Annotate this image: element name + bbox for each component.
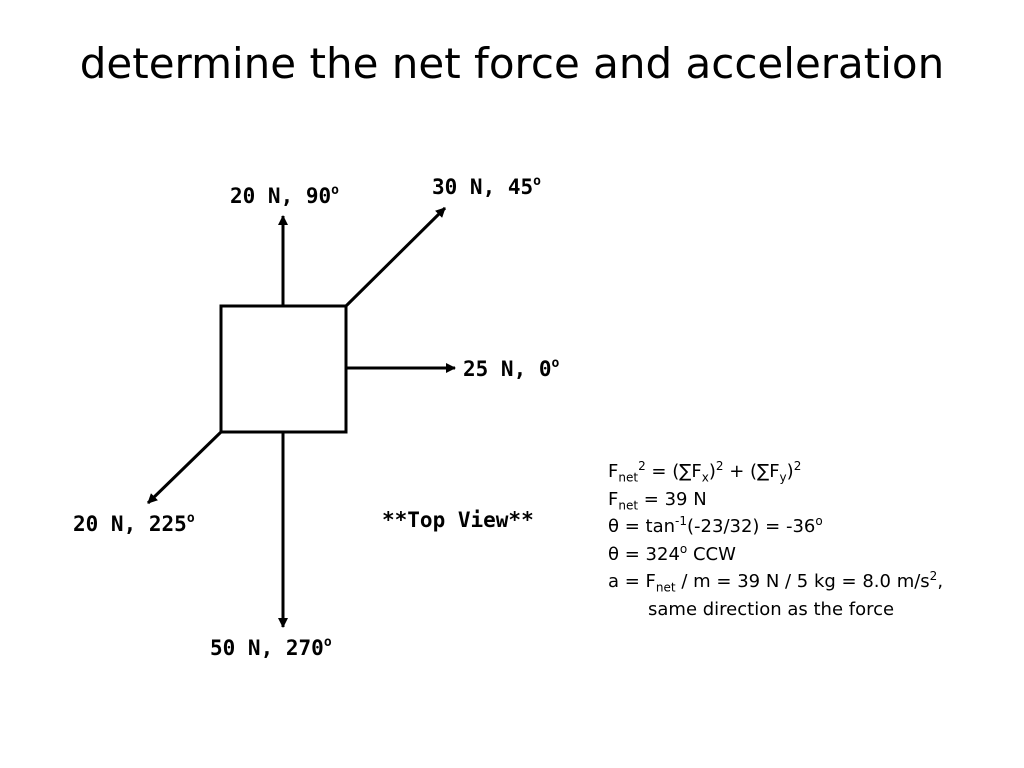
force-label-225: 20 N, 225o [73,511,195,536]
angle-equation: θ = tan-1(-23/32) = -36o [608,514,823,537]
acceleration-direction: same direction as the force [648,598,895,620]
force-label-0: 25 N, 0o [463,356,560,381]
force-arrow-225 [146,430,223,505]
object-box [219,304,348,434]
force-arrow-45 [344,206,447,308]
net-force-squared-equation: Fnet2 = (∑Fx)2 + (∑Fy)2 [608,459,802,485]
acceleration-equation: a = Fnet / m = 39 N / 5 kg = 8.0 m/s2, [608,569,944,595]
net-force-result: Fnet = 39 N [608,488,707,513]
slide-title: determine the net force and acceleration [79,39,945,88]
force-label-90: 20 N, 90o [230,183,339,208]
force-label-45: 30 N, 45o [432,174,541,199]
top-view-label: **Top View** [382,508,534,532]
solution-text: Fnet2 = (∑Fx)2 + (∑Fy)2 Fnet = 39 N θ = … [608,458,1018,623]
force-label-270: 50 N, 270o [210,635,332,660]
angle-result: θ = 324o CCW [608,541,736,565]
